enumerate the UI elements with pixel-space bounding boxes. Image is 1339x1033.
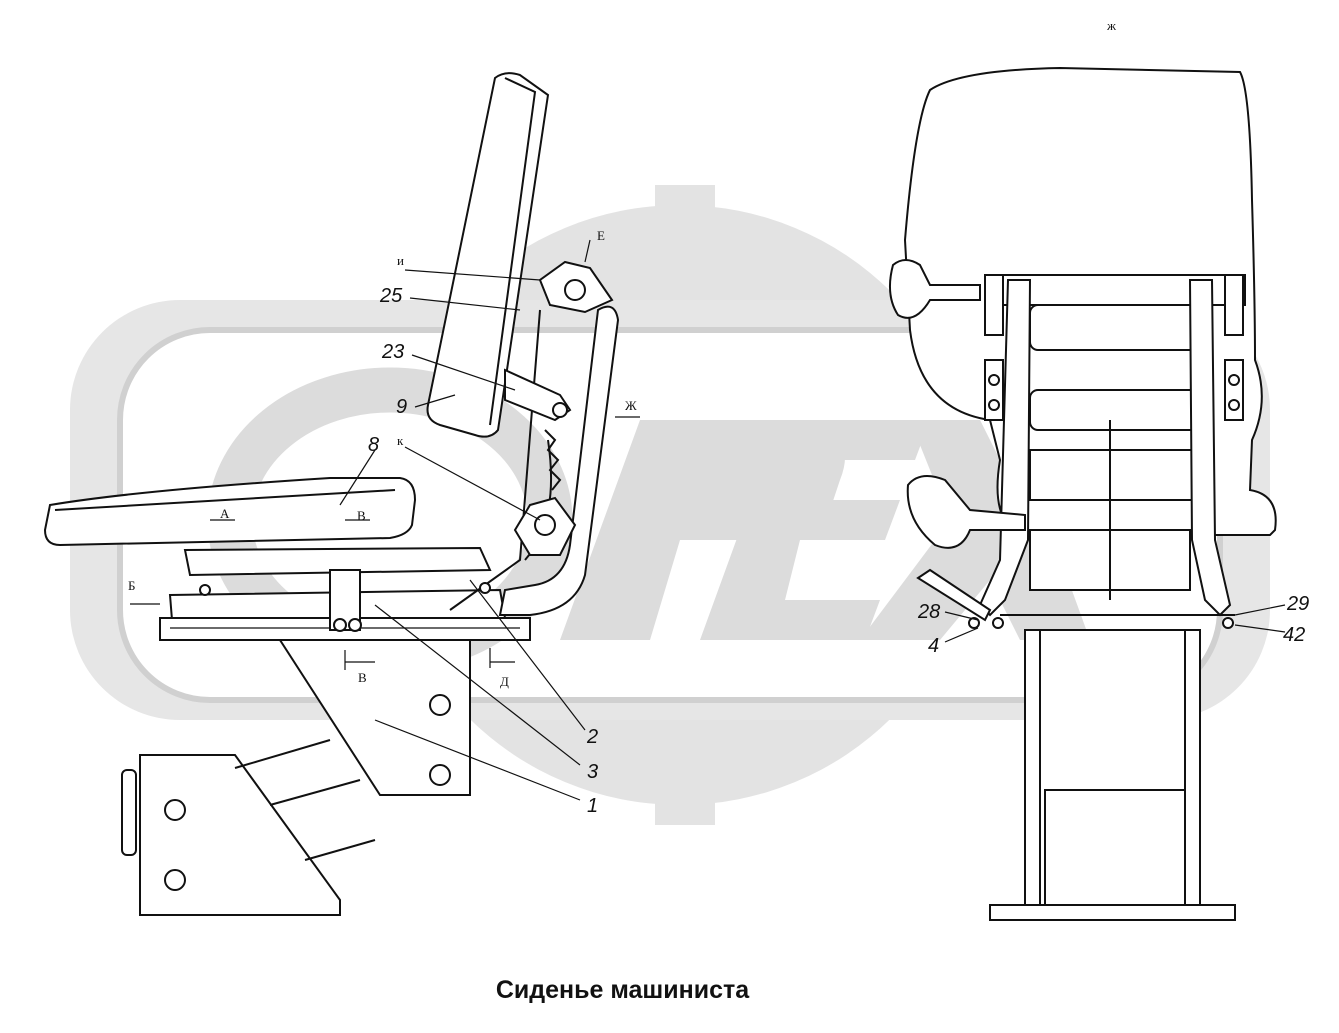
view-label-zh: ж bbox=[1106, 18, 1117, 33]
part-label-23: 23 bbox=[381, 341, 404, 363]
side-view: 9 25 23 8 2 3 1 и Е Ж к А В Б В Д bbox=[43, 72, 640, 916]
part-label-4: 4 bbox=[928, 635, 939, 657]
front-leader-lines bbox=[944, 604, 1286, 643]
section-marker-d: Д bbox=[500, 674, 509, 689]
part-label-3: 3 bbox=[587, 761, 598, 783]
section-marker-a: А bbox=[220, 506, 230, 521]
drawing-caption: Сиденье машиниста bbox=[495, 976, 750, 1004]
lower-handwheel bbox=[513, 496, 577, 556]
section-marker-e: Е bbox=[597, 228, 605, 243]
part-label-29: 29 bbox=[1286, 593, 1309, 615]
section-marker-b: Б bbox=[128, 578, 135, 593]
section-marker-zh: Ж bbox=[625, 398, 637, 413]
section-marker-i: и bbox=[397, 253, 404, 268]
part-label-8: 8 bbox=[368, 434, 379, 456]
part-label-25: 25 bbox=[379, 285, 403, 307]
part-label-1: 1 bbox=[587, 795, 598, 817]
part-label-28: 28 bbox=[917, 601, 940, 623]
section-marker-v: В bbox=[357, 508, 366, 523]
part-label-2: 2 bbox=[586, 726, 598, 748]
front-bolts bbox=[968, 274, 1244, 629]
section-marker-v-bottom: В bbox=[358, 670, 367, 685]
upper-handwheel bbox=[538, 260, 614, 314]
side-leader-lines bbox=[130, 239, 640, 801]
part-label-42: 42 bbox=[1283, 624, 1305, 646]
front-view: ж 28 4 29 42 bbox=[888, 18, 1309, 921]
section-marker-k: к bbox=[397, 433, 404, 448]
part-label-9: 9 bbox=[396, 396, 407, 418]
